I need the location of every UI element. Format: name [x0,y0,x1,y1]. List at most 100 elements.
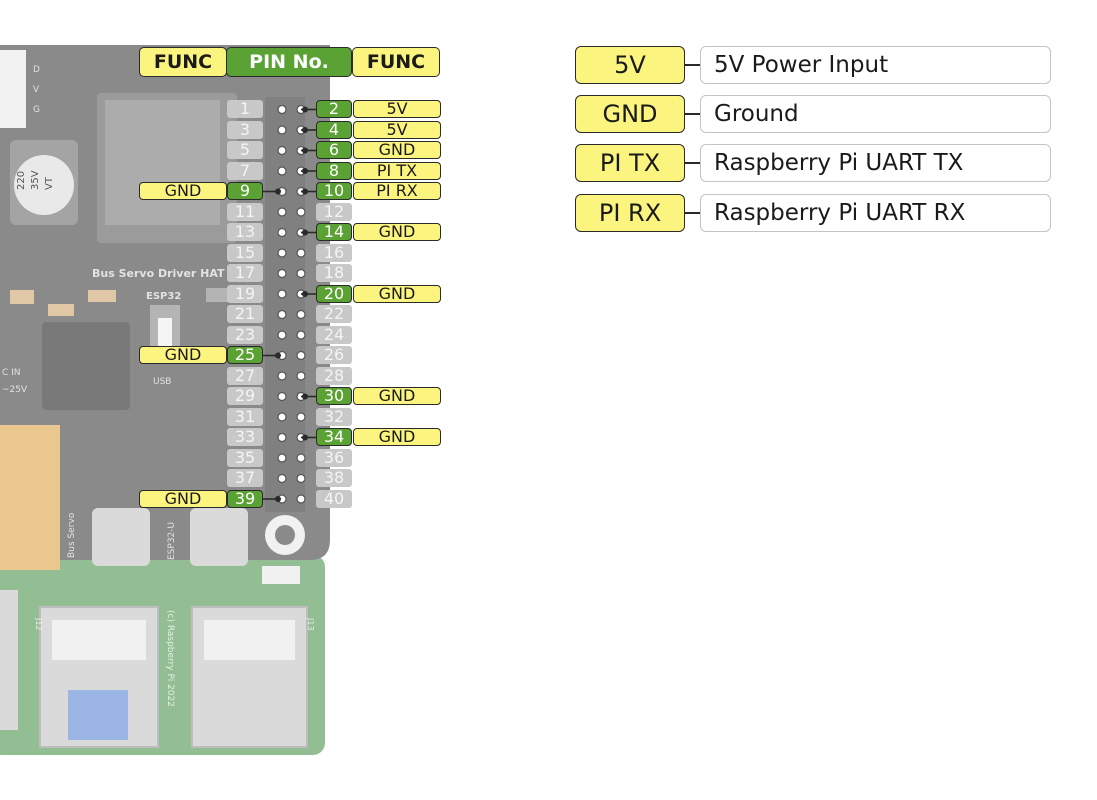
pin-34: 34 [316,428,352,446]
board-dvg-g: G [33,105,40,115]
pin-connector-dot-6 [302,147,308,154]
pin-14: 14 [316,223,352,241]
legend-desc-pi-rx: Raspberry Pi UART RX [700,194,1051,232]
pin-connector-dot-14 [302,229,308,236]
cap-35v: 35V [30,170,41,190]
legend-desc-5v: 5V Power Input [700,46,1051,84]
header-hole-40 [296,494,306,504]
board-silkscreen: Bus Servo Driver HAT ESP32 USB D V G C I… [2,65,315,707]
pin-6-function: GND [353,141,441,159]
pin-connector-dot-20 [302,291,308,297]
board-dvg-d: D [33,65,40,75]
header-hole-32 [296,412,306,422]
header-hole-12 [296,207,306,217]
board-usb: USB [153,377,171,387]
header-hole-17 [277,268,287,279]
board-dvg-v: V [33,85,40,95]
pin-connector-dot-4 [302,127,308,133]
pin-connector-dot-10 [302,188,308,195]
pin-31: 31 [227,407,263,426]
header-hole-18 [296,268,306,279]
pin-24: 24 [316,325,352,344]
pin-23: 23 [227,325,263,344]
header-hole-11 [277,207,287,217]
pin-27: 27 [227,366,263,385]
header-hole-26 [296,350,306,361]
legend-desc-pi-tx: Raspberry Pi UART TX [700,144,1051,182]
board-bus-servo: Bus Servo [67,512,77,558]
pin-10: 10 [316,182,352,200]
legend-desc-gnd: Ground [700,95,1051,133]
header-hole-13 [277,227,287,238]
legend-connector-pi-rx [685,212,700,214]
pin-39-function: GND [139,489,227,508]
pin-connector-lines [263,104,316,504]
legend-key-pi-rx: PI RX [575,194,685,232]
pin-14-function: GND [353,223,441,241]
header-hole-21 [277,309,287,320]
board-voltage: ~25V [2,385,28,395]
pin-20-function: GND [353,284,441,303]
header-hole-37 [277,473,287,484]
pin-8: 8 [316,161,352,180]
pin-5: 5 [227,141,263,159]
board-rpi: (c) Raspberry Pi 2022 [165,610,175,707]
legend-key-5v: 5V [575,46,685,84]
board-title: Bus Servo Driver HAT [92,267,225,280]
pin-19: 19 [227,284,263,303]
legend-key-pi-tx: PI TX [575,144,685,182]
header-hole-38 [296,473,306,484]
pin-13: 13 [227,223,263,241]
pin-36: 36 [316,448,352,467]
pin-3: 3 [227,120,263,139]
pin-10-function: PI RX [353,182,441,200]
legend-connector-gnd [685,113,700,115]
legend-key-gnd: GND [575,95,685,133]
header-pin-no: PIN No. [226,47,352,77]
pin-28: 28 [316,366,352,385]
header-hole-35 [277,453,287,463]
pin-2-function: 5V [353,100,441,118]
pin-37: 37 [227,469,263,487]
pin-29: 29 [227,387,263,405]
board-j13: J13 [306,617,315,631]
header-hole-16 [296,248,306,258]
header-hole-31 [277,412,287,422]
pin-connector-dot-30 [302,393,308,400]
header-hole-36 [296,453,306,463]
header-hole-28 [296,371,306,381]
board-esp32: ESP32 [146,291,181,302]
pin-7: 7 [227,161,263,180]
pin-38: 38 [316,469,352,487]
board-j12: J12 [34,617,43,631]
pin-connector-dot-8 [302,168,308,174]
pin-32: 32 [316,407,352,426]
capacitor-markings: 220 35V VT [16,170,55,190]
pin-34-function: GND [353,428,441,446]
cap-220: 220 [16,171,27,190]
header-hole-15 [277,248,287,258]
pin-17: 17 [227,264,263,282]
header-hole-27 [277,371,287,381]
pin-9: 9 [227,182,263,200]
legend-connector-pi-tx [685,162,700,164]
cap-vt: VT [44,176,55,190]
pin-35: 35 [227,448,263,467]
pin-4: 4 [316,120,352,139]
pin-11: 11 [227,202,263,221]
pin-1: 1 [227,100,263,118]
pin-26: 26 [316,346,352,364]
pin-30-function: GND [353,387,441,405]
header-hole-3 [277,125,287,135]
header-hole-7 [277,166,287,176]
pin-15: 15 [227,243,263,262]
header-hole-24 [296,330,306,340]
pin-40: 40 [316,489,352,508]
board-esp32u: ESP32-U [167,522,177,560]
pin-18: 18 [316,264,352,282]
pin-33: 33 [227,428,263,446]
pin-21: 21 [227,305,263,323]
header-hole-33 [277,432,287,443]
pin-30: 30 [316,387,352,405]
board-c-in: C IN [2,368,21,378]
